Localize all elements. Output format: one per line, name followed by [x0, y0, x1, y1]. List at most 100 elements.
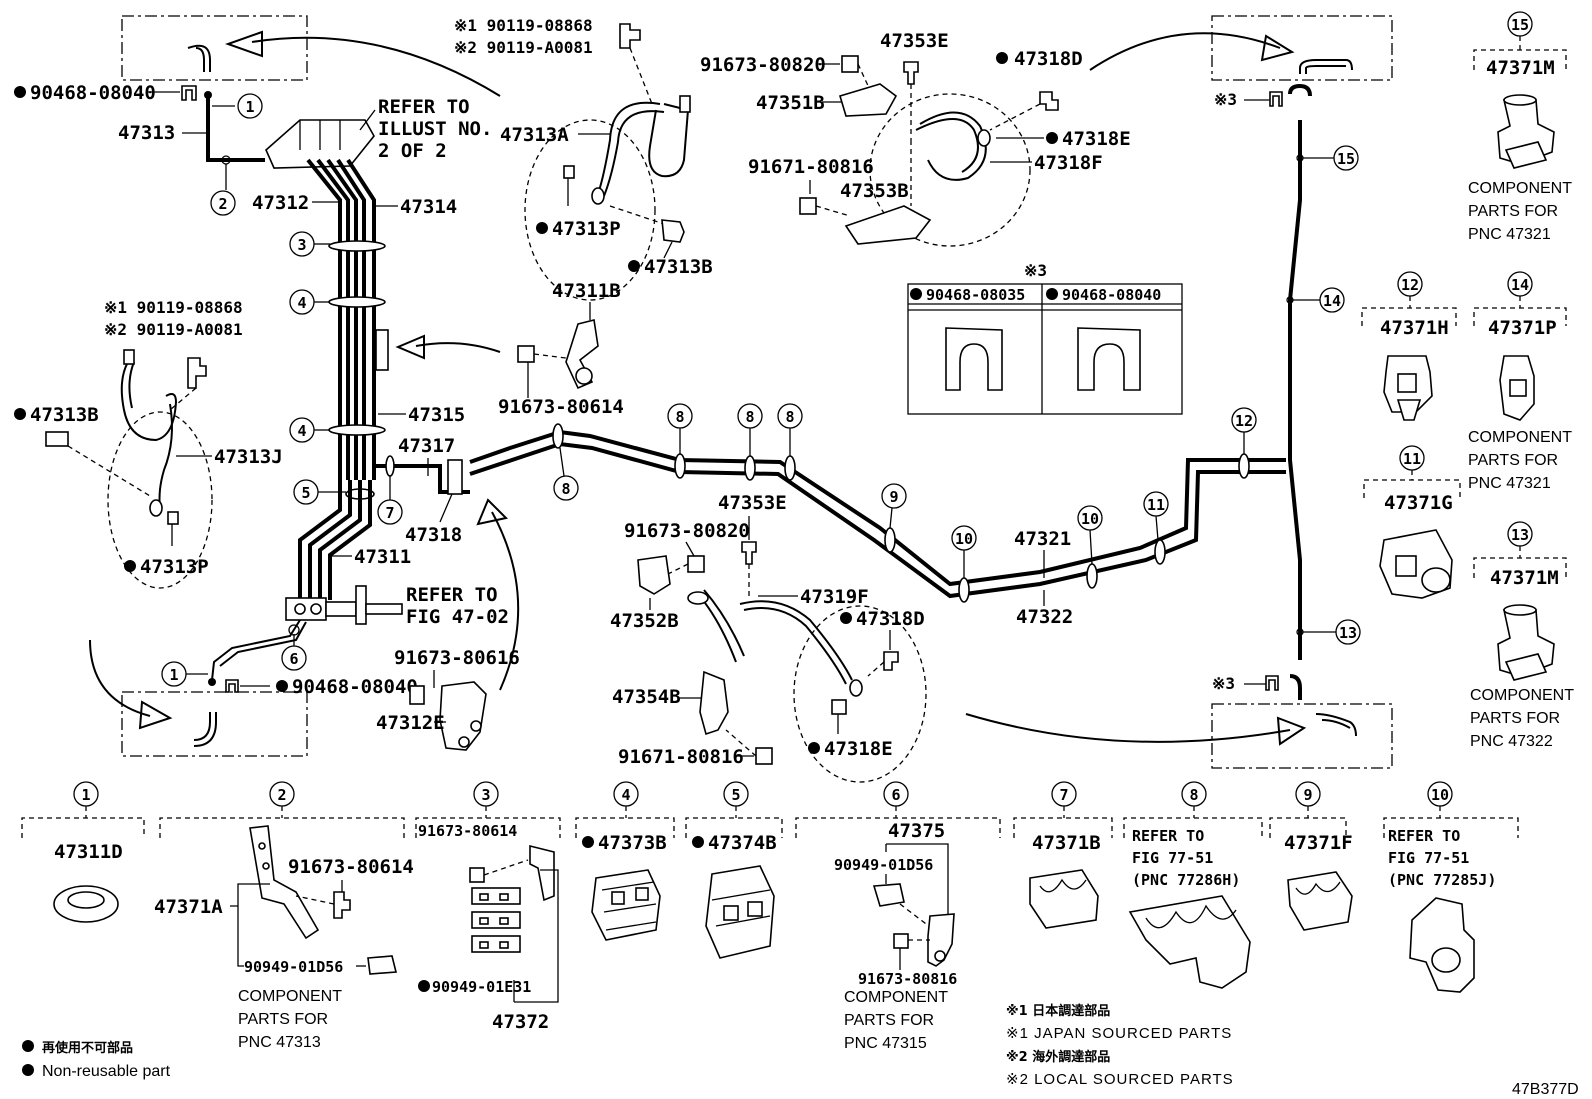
svg-text:15: 15	[1511, 16, 1529, 34]
svg-text:4: 4	[621, 786, 630, 804]
svg-text:47354B: 47354B	[612, 686, 681, 708]
svg-text:COMPONENT: COMPONENT	[844, 989, 948, 1006]
svg-text:2 OF 2: 2 OF 2	[378, 140, 447, 162]
svg-text:PNC 47321: PNC 47321	[1468, 226, 1551, 243]
detail-box-top-left	[121, 15, 501, 97]
svg-text:90949-01D56: 90949-01D56	[834, 856, 933, 874]
flex-hose-47319F	[687, 589, 863, 697]
svg-text:3: 3	[481, 786, 490, 804]
svg-text:※3: ※3	[1024, 261, 1047, 280]
svg-text:12: 12	[1401, 276, 1419, 294]
washer-table	[907, 283, 1183, 415]
svg-text:8: 8	[785, 408, 794, 426]
svg-text:COMPONENT: COMPONENT	[238, 988, 342, 1005]
svg-text:8: 8	[561, 480, 570, 498]
legend: 再使用不可部品 Non-reusable part	[22, 1040, 171, 1080]
svg-text:REFER TO: REFER TO	[1132, 827, 1204, 845]
rear-pipes	[469, 120, 1302, 660]
svg-text:47313B: 47313B	[30, 404, 99, 426]
svg-text:11: 11	[1403, 450, 1421, 468]
clip-47371G	[1379, 529, 1453, 599]
svg-text:1: 1	[169, 666, 178, 684]
detail-box-bottom-right	[1211, 703, 1393, 769]
label-47311D: 47311D	[54, 841, 123, 863]
svg-text:12: 12	[1235, 412, 1253, 430]
svg-text:47375: 47375	[888, 820, 945, 842]
svg-text:91673-80616: 91673-80616	[394, 647, 520, 669]
label-90468-08040: 90468-08040	[30, 82, 156, 104]
svg-text:※1 90119-08868: ※1 90119-08868	[454, 16, 593, 35]
flex-hose-47313A	[591, 95, 691, 205]
svg-text:FIG 77-51: FIG 77-51	[1132, 849, 1213, 867]
svg-text:47371H: 47371H	[1380, 317, 1449, 339]
svg-text:8: 8	[745, 408, 754, 426]
svg-text:47311B: 47311B	[552, 280, 621, 302]
clip-47371H	[1383, 355, 1433, 421]
svg-text:4: 4	[297, 294, 306, 312]
svg-text:PNC 47321: PNC 47321	[1468, 475, 1551, 492]
svg-text:47318E: 47318E	[824, 738, 893, 760]
svg-text:※2 LOCAL SOURCED PARTS: ※2 LOCAL SOURCED PARTS	[1006, 1071, 1234, 1088]
label-47311: 47311	[354, 546, 411, 568]
svg-text:※2 90119-A0081: ※2 90119-A0081	[454, 38, 593, 57]
svg-text:6: 6	[289, 650, 298, 668]
svg-text:※1 90119-08868: ※1 90119-08868	[104, 298, 243, 317]
svg-text:5: 5	[731, 786, 740, 804]
svg-text:47371M: 47371M	[1486, 57, 1555, 79]
svg-text:47313P: 47313P	[552, 218, 621, 240]
svg-text:REFER TO: REFER TO	[1388, 827, 1460, 845]
svg-text:91673-80820: 91673-80820	[700, 54, 826, 76]
clip-47371M-top	[1497, 94, 1555, 169]
svg-text:47353B: 47353B	[840, 180, 909, 202]
svg-text:47371F: 47371F	[1284, 832, 1353, 854]
svg-text:Non-reusable part: Non-reusable part	[42, 1063, 171, 1080]
label-47317: 47317	[398, 435, 455, 457]
svg-text:PNC 47313: PNC 47313	[238, 1034, 321, 1051]
svg-text:10: 10	[1081, 510, 1099, 528]
svg-text:47321: 47321	[1014, 528, 1071, 550]
svg-text:(PNC 77286H): (PNC 77286H)	[1132, 871, 1240, 889]
svg-text:47313A: 47313A	[500, 124, 569, 146]
svg-text:91671-80816: 91671-80816	[618, 746, 744, 768]
svg-text:47318E: 47318E	[1062, 128, 1131, 150]
svg-text:90949-01E31: 90949-01E31	[432, 978, 531, 996]
svg-text:COMPONENT: COMPONENT	[1468, 429, 1572, 446]
svg-text:47373B: 47373B	[598, 832, 667, 854]
svg-text:47351B: 47351B	[756, 92, 825, 114]
svg-text:PARTS FOR: PARTS FOR	[238, 1011, 328, 1028]
svg-text:91673-80816: 91673-80816	[858, 970, 957, 988]
brake-actuator-block	[265, 119, 375, 169]
svg-text:PNC 47315: PNC 47315	[844, 1035, 927, 1052]
svg-text:10: 10	[1431, 786, 1449, 804]
svg-text:90468-08040: 90468-08040	[292, 676, 418, 698]
svg-text:※2 90119-A0081: ※2 90119-A0081	[104, 320, 243, 339]
svg-text:1: 1	[245, 98, 254, 116]
flex-hose-47313J	[120, 349, 178, 517]
svg-text:8: 8	[675, 408, 684, 426]
flex-hose-47318F	[915, 111, 991, 181]
svg-text:COMPONENT: COMPONENT	[1468, 180, 1572, 197]
svg-text:※1 JAPAN SOURCED PARTS: ※1 JAPAN SOURCED PARTS	[1006, 1025, 1232, 1042]
svg-text:47371A: 47371A	[154, 896, 223, 918]
svg-text:47353E: 47353E	[718, 492, 787, 514]
svg-text:※3: ※3	[1212, 674, 1235, 693]
svg-text:COMPONENT: COMPONENT	[1470, 687, 1574, 704]
svg-text:47371M: 47371M	[1490, 567, 1559, 589]
clip-47371M-bottom	[1497, 604, 1555, 681]
svg-text:91671-80816: 91671-80816	[748, 156, 874, 178]
svg-text:PARTS FOR: PARTS FOR	[844, 1012, 934, 1029]
svg-text:47313B: 47313B	[644, 256, 713, 278]
svg-text:47353E: 47353E	[880, 30, 949, 52]
svg-text:47352B: 47352B	[610, 610, 679, 632]
svg-text:47318D: 47318D	[1014, 48, 1083, 70]
label-47318: 47318	[405, 524, 462, 546]
svg-text:47374B: 47374B	[708, 832, 777, 854]
svg-text:14: 14	[1323, 292, 1341, 310]
label-47314: 47314	[400, 196, 457, 218]
svg-text:7: 7	[385, 504, 394, 522]
svg-text:9: 9	[889, 488, 898, 506]
svg-text:47313J: 47313J	[214, 446, 283, 468]
svg-text:47371G: 47371G	[1384, 492, 1453, 514]
svg-text:47372: 47372	[492, 1011, 549, 1033]
